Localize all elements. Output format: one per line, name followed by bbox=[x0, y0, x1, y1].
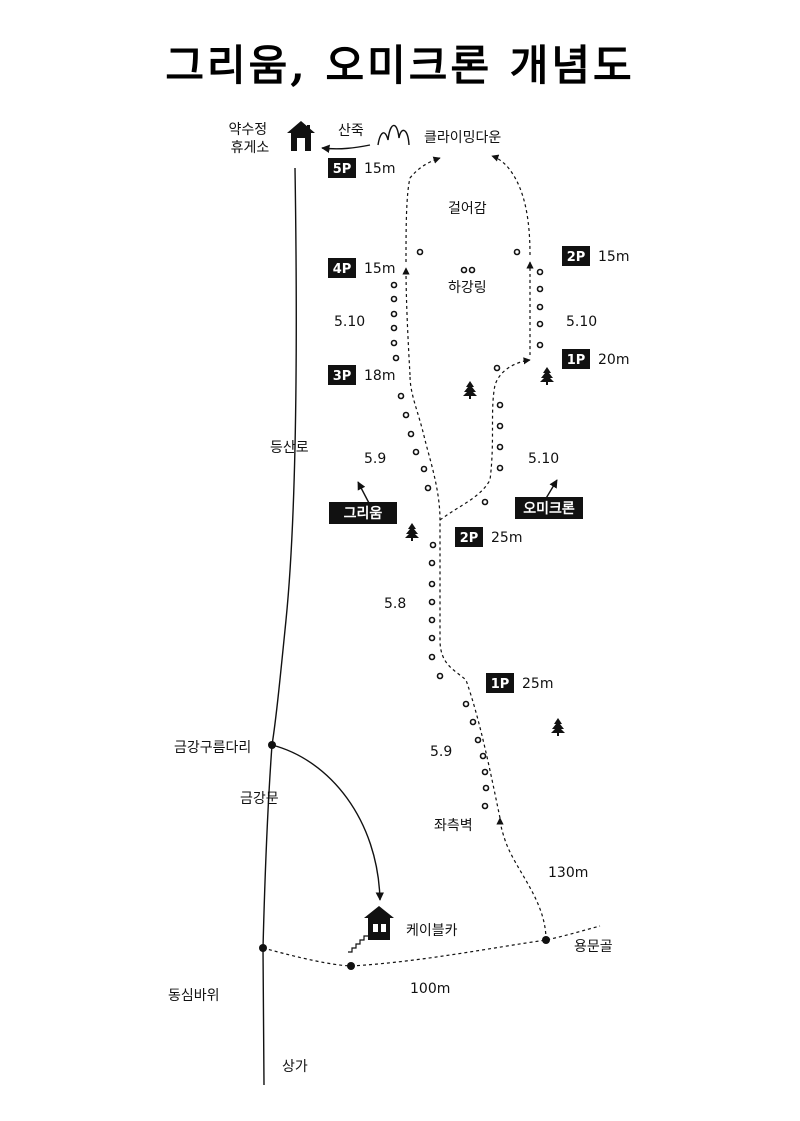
gate-label: 금강문 bbox=[240, 791, 279, 807]
grade-g2: 5.8 bbox=[384, 596, 406, 612]
trail-label: 등산로 bbox=[270, 440, 309, 456]
pitch-length-g3: 18m bbox=[364, 368, 395, 384]
valley-road bbox=[262, 925, 601, 967]
rest-area-label: 약수정 휴게소 bbox=[228, 122, 271, 156]
griwoom-line-3 bbox=[405, 156, 441, 263]
rest-area-line2: 휴게소 bbox=[231, 140, 270, 156]
pitch-length-o2: 15m bbox=[598, 249, 629, 265]
tree-icon bbox=[540, 367, 554, 385]
pitch-length-g2: 25m bbox=[491, 530, 522, 546]
arrow-icon bbox=[357, 481, 371, 506]
dist-100-label: 100m bbox=[410, 981, 450, 997]
pitch-length-o1: 20m bbox=[598, 352, 629, 368]
pitch-badge-bg bbox=[328, 158, 356, 178]
walk-label: 걸어감 bbox=[448, 201, 487, 217]
rest-area-line1: 약수정 bbox=[228, 122, 267, 138]
rappel-ring-label: 하강링 bbox=[448, 280, 487, 296]
trail-line bbox=[262, 167, 297, 1086]
pitch-length-g4: 15m bbox=[364, 261, 395, 277]
page-title: 그리움, 오미크론 개념도 bbox=[165, 41, 634, 90]
pitch-badge-o2: 2P bbox=[567, 250, 586, 265]
junction-dot bbox=[259, 944, 267, 952]
route-label-omicron: 오미크론 bbox=[523, 501, 575, 517]
shops-label: 상가 bbox=[282, 1059, 308, 1075]
pitch-badge-g3: 3P bbox=[333, 369, 352, 384]
arrow-icon bbox=[544, 479, 558, 501]
pitch-badge-bg bbox=[455, 527, 483, 547]
tree-icon bbox=[551, 718, 565, 736]
omicron-line bbox=[439, 357, 531, 521]
tree-icon bbox=[463, 381, 477, 399]
cable-car-label: 케이블카 bbox=[406, 923, 458, 939]
pitch-badge-o1: 1P bbox=[567, 353, 586, 368]
pitch-badge-g2: 2P bbox=[460, 531, 479, 546]
route-label-bg-omicron bbox=[515, 497, 583, 519]
pitch-badge-bg bbox=[562, 246, 590, 266]
grade-g1: 5.9 bbox=[430, 744, 452, 760]
bolts bbox=[390, 248, 544, 810]
route-label-bg-griwoom bbox=[329, 502, 397, 524]
dist-130-label: 130m bbox=[548, 865, 588, 881]
pitch-length-g5: 15m bbox=[364, 161, 395, 177]
cable-dot bbox=[347, 962, 355, 970]
pitch-badge-bg bbox=[328, 258, 356, 278]
climbing-down-label: 클라이밍다운 bbox=[424, 130, 501, 146]
pitch-badge-bg bbox=[562, 349, 590, 369]
cable-car-icon bbox=[348, 906, 394, 953]
pitch-badge-g5: 5P bbox=[333, 162, 352, 177]
bridge-dot bbox=[268, 741, 276, 749]
to-rest-arrow bbox=[321, 144, 371, 154]
yongmun-label: 용문골 bbox=[574, 939, 613, 955]
tree-icon bbox=[405, 523, 419, 541]
route-label-griwoom: 그리움 bbox=[344, 506, 383, 522]
yongmun-dot bbox=[542, 936, 550, 944]
pitch-badge-bg bbox=[486, 673, 514, 693]
pitch-length-g1: 25m bbox=[522, 676, 553, 692]
approach-path bbox=[496, 817, 547, 941]
grade-g4: 5.10 bbox=[334, 314, 365, 330]
grade-o1: 5.10 bbox=[528, 451, 559, 467]
omicron-line-3 bbox=[491, 154, 531, 256]
griwoom-line-2 bbox=[402, 267, 411, 376]
pitch-badge-g1: 1P bbox=[491, 677, 510, 692]
grade-g3: 5.9 bbox=[364, 451, 386, 467]
pitch-badge-g4: 4P bbox=[333, 262, 352, 277]
bridge-label: 금강구름다리 bbox=[174, 740, 251, 756]
bridge-to-cable-path bbox=[271, 744, 385, 901]
grade-o2: 5.10 bbox=[566, 314, 597, 330]
griwoom-line bbox=[409, 374, 501, 819]
bamboo-icon bbox=[377, 124, 410, 146]
pitch-badge-bg bbox=[328, 365, 356, 385]
house-icon bbox=[287, 121, 315, 151]
left-wall-label: 좌측벽 bbox=[434, 818, 473, 834]
dongsim-label: 동심바위 bbox=[168, 988, 220, 1004]
sanjuk-label: 산죽 bbox=[338, 123, 364, 139]
